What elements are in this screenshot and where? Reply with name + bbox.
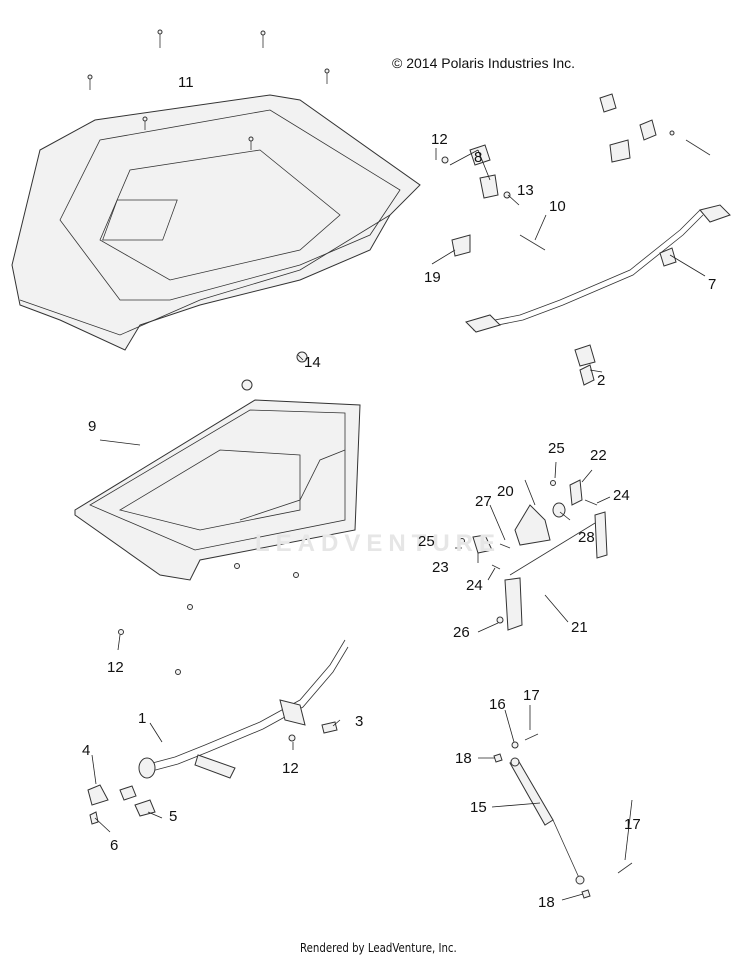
callout-16: 16 bbox=[489, 696, 506, 713]
frame bbox=[74, 351, 361, 581]
callout-12: 12 bbox=[282, 760, 299, 777]
callout-1: 1 bbox=[138, 710, 147, 727]
callout-10: 10 bbox=[549, 198, 566, 215]
leader-lines bbox=[91, 148, 706, 901]
callout-12: 12 bbox=[107, 659, 124, 676]
callout-20: 20 bbox=[497, 483, 514, 500]
callout-24: 24 bbox=[613, 487, 630, 504]
callout-3: 3 bbox=[355, 713, 364, 730]
callout-2: 2 bbox=[597, 372, 606, 389]
callout-7: 7 bbox=[708, 276, 717, 293]
lower-rod bbox=[87, 639, 349, 825]
callout-22: 22 bbox=[590, 447, 607, 464]
callout-9: 9 bbox=[88, 418, 97, 435]
watermark: LEADVENTURE bbox=[255, 530, 502, 557]
callout-18: 18 bbox=[455, 750, 472, 767]
copyright-notice: © 2014 Polaris Industries Inc. bbox=[392, 55, 576, 71]
gas-strut bbox=[493, 733, 633, 899]
callout-4: 4 bbox=[82, 742, 91, 759]
callout-13: 13 bbox=[517, 182, 534, 199]
callout-11: 11 bbox=[178, 74, 194, 91]
upper-hardware bbox=[441, 93, 711, 386]
callout-17: 17 bbox=[523, 687, 540, 704]
callout-25: 25 bbox=[418, 533, 435, 550]
callout-28: 28 bbox=[578, 529, 595, 546]
callout-27: 27 bbox=[475, 493, 492, 510]
small-nuts bbox=[118, 563, 299, 675]
callout-19: 19 bbox=[424, 269, 441, 286]
callout-24: 24 bbox=[466, 577, 483, 594]
callout-6: 6 bbox=[110, 837, 119, 854]
callout-26: 26 bbox=[453, 624, 470, 641]
latch-rod bbox=[465, 204, 731, 367]
fasteners-11 bbox=[87, 29, 330, 150]
callout-17: 17 bbox=[624, 816, 641, 833]
callout-18: 18 bbox=[538, 894, 555, 911]
callout-14: 14 bbox=[304, 354, 321, 371]
callout-23: 23 bbox=[432, 559, 449, 576]
callout-15: 15 bbox=[470, 799, 487, 816]
callout-8: 8 bbox=[474, 149, 483, 166]
callout-21: 21 bbox=[571, 619, 588, 636]
callout-25: 25 bbox=[548, 440, 565, 457]
latch-assembly bbox=[459, 479, 608, 631]
callout-12: 12 bbox=[431, 131, 448, 148]
callout-5: 5 bbox=[169, 808, 178, 825]
rendered-by-footer: Rendered by LeadVenture, Inc. bbox=[300, 941, 457, 955]
cargo-box bbox=[11, 94, 421, 351]
